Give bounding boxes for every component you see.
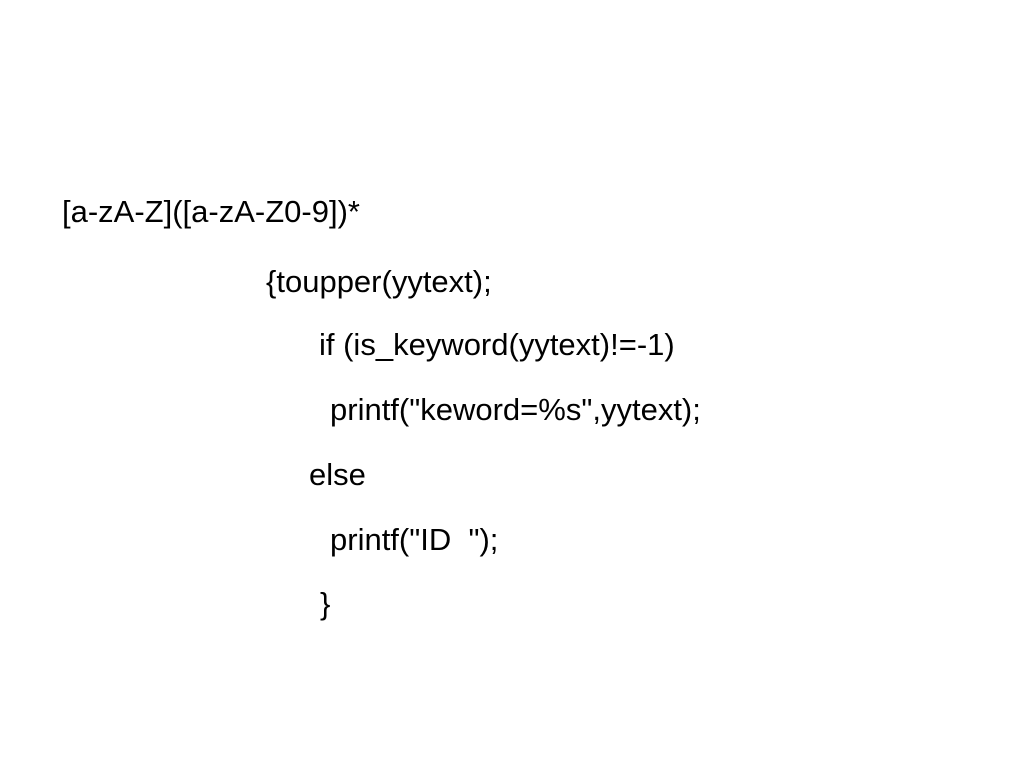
code-line-regex-pattern: [a-zA-Z]([a-zA-Z0-9])* — [62, 194, 360, 229]
code-line-if-keyword: if (is_keyword(yytext)!=-1) — [319, 327, 675, 362]
code-line-closing-brace: } — [320, 586, 331, 621]
code-line-toupper: {toupper(yytext); — [266, 264, 492, 299]
code-line-printf-id: printf("ID "); — [330, 522, 499, 557]
code-line-printf-keyword: printf("keword=%s",yytext); — [330, 392, 701, 427]
code-line-else: else — [309, 457, 366, 492]
